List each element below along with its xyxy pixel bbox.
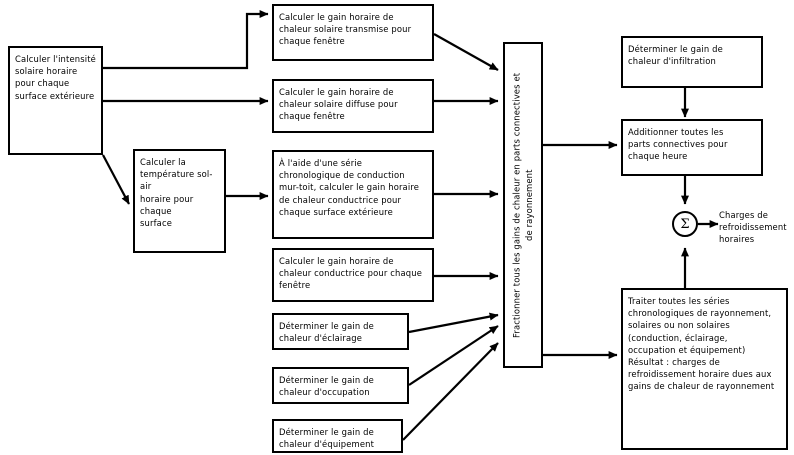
node-traiter-series-rayonnement[interactable]: Traiter toutes les séries chronologiques…	[621, 288, 788, 450]
node-temperature-sol-air[interactable]: Calculer la température sol-air horaire …	[133, 149, 226, 253]
node-gain-chaleur-eclairage[interactable]: Déterminer le gain de chaleur d'éclairag…	[272, 313, 409, 350]
node-gain-chaleur-equipement[interactable]: Déterminer le gain de chaleur d'équipeme…	[272, 419, 403, 453]
node-gain-chaleur-solaire-transmise[interactable]: Calculer le gain horaire de chaleur sola…	[272, 4, 434, 61]
node-additionner-parts-connectives[interactable]: Additionner toutes les parts connectives…	[621, 119, 763, 176]
node-calculer-intensite-solaire[interactable]: Calculer l'intensité solaire horaire pou…	[8, 46, 103, 155]
node-gain-chaleur-occupation[interactable]: Déterminer le gain de chaleur d'occupati…	[272, 367, 409, 404]
summation-node[interactable]: Σ	[672, 211, 698, 237]
node-gain-chaleur-solaire-diffuse[interactable]: Calculer le gain horaire de chaleur sola…	[272, 79, 434, 133]
node-gain-chaleur-conductrice-fenetre[interactable]: Calculer le gain horaire de chaleur cond…	[272, 248, 434, 302]
node-gain-chaleur-infiltration[interactable]: Déterminer le gain de chaleur d'infiltra…	[621, 36, 763, 88]
node-fractionner-gains-chaleur[interactable]: Fractionner tous les gains de chaleur en…	[503, 42, 543, 368]
label-charges-refroidissement-horaires: Charges de refroidissement horaires	[719, 210, 787, 245]
node-serie-chronologique-conduction[interactable]: À l'aide d'une série chronologique de co…	[272, 150, 434, 239]
